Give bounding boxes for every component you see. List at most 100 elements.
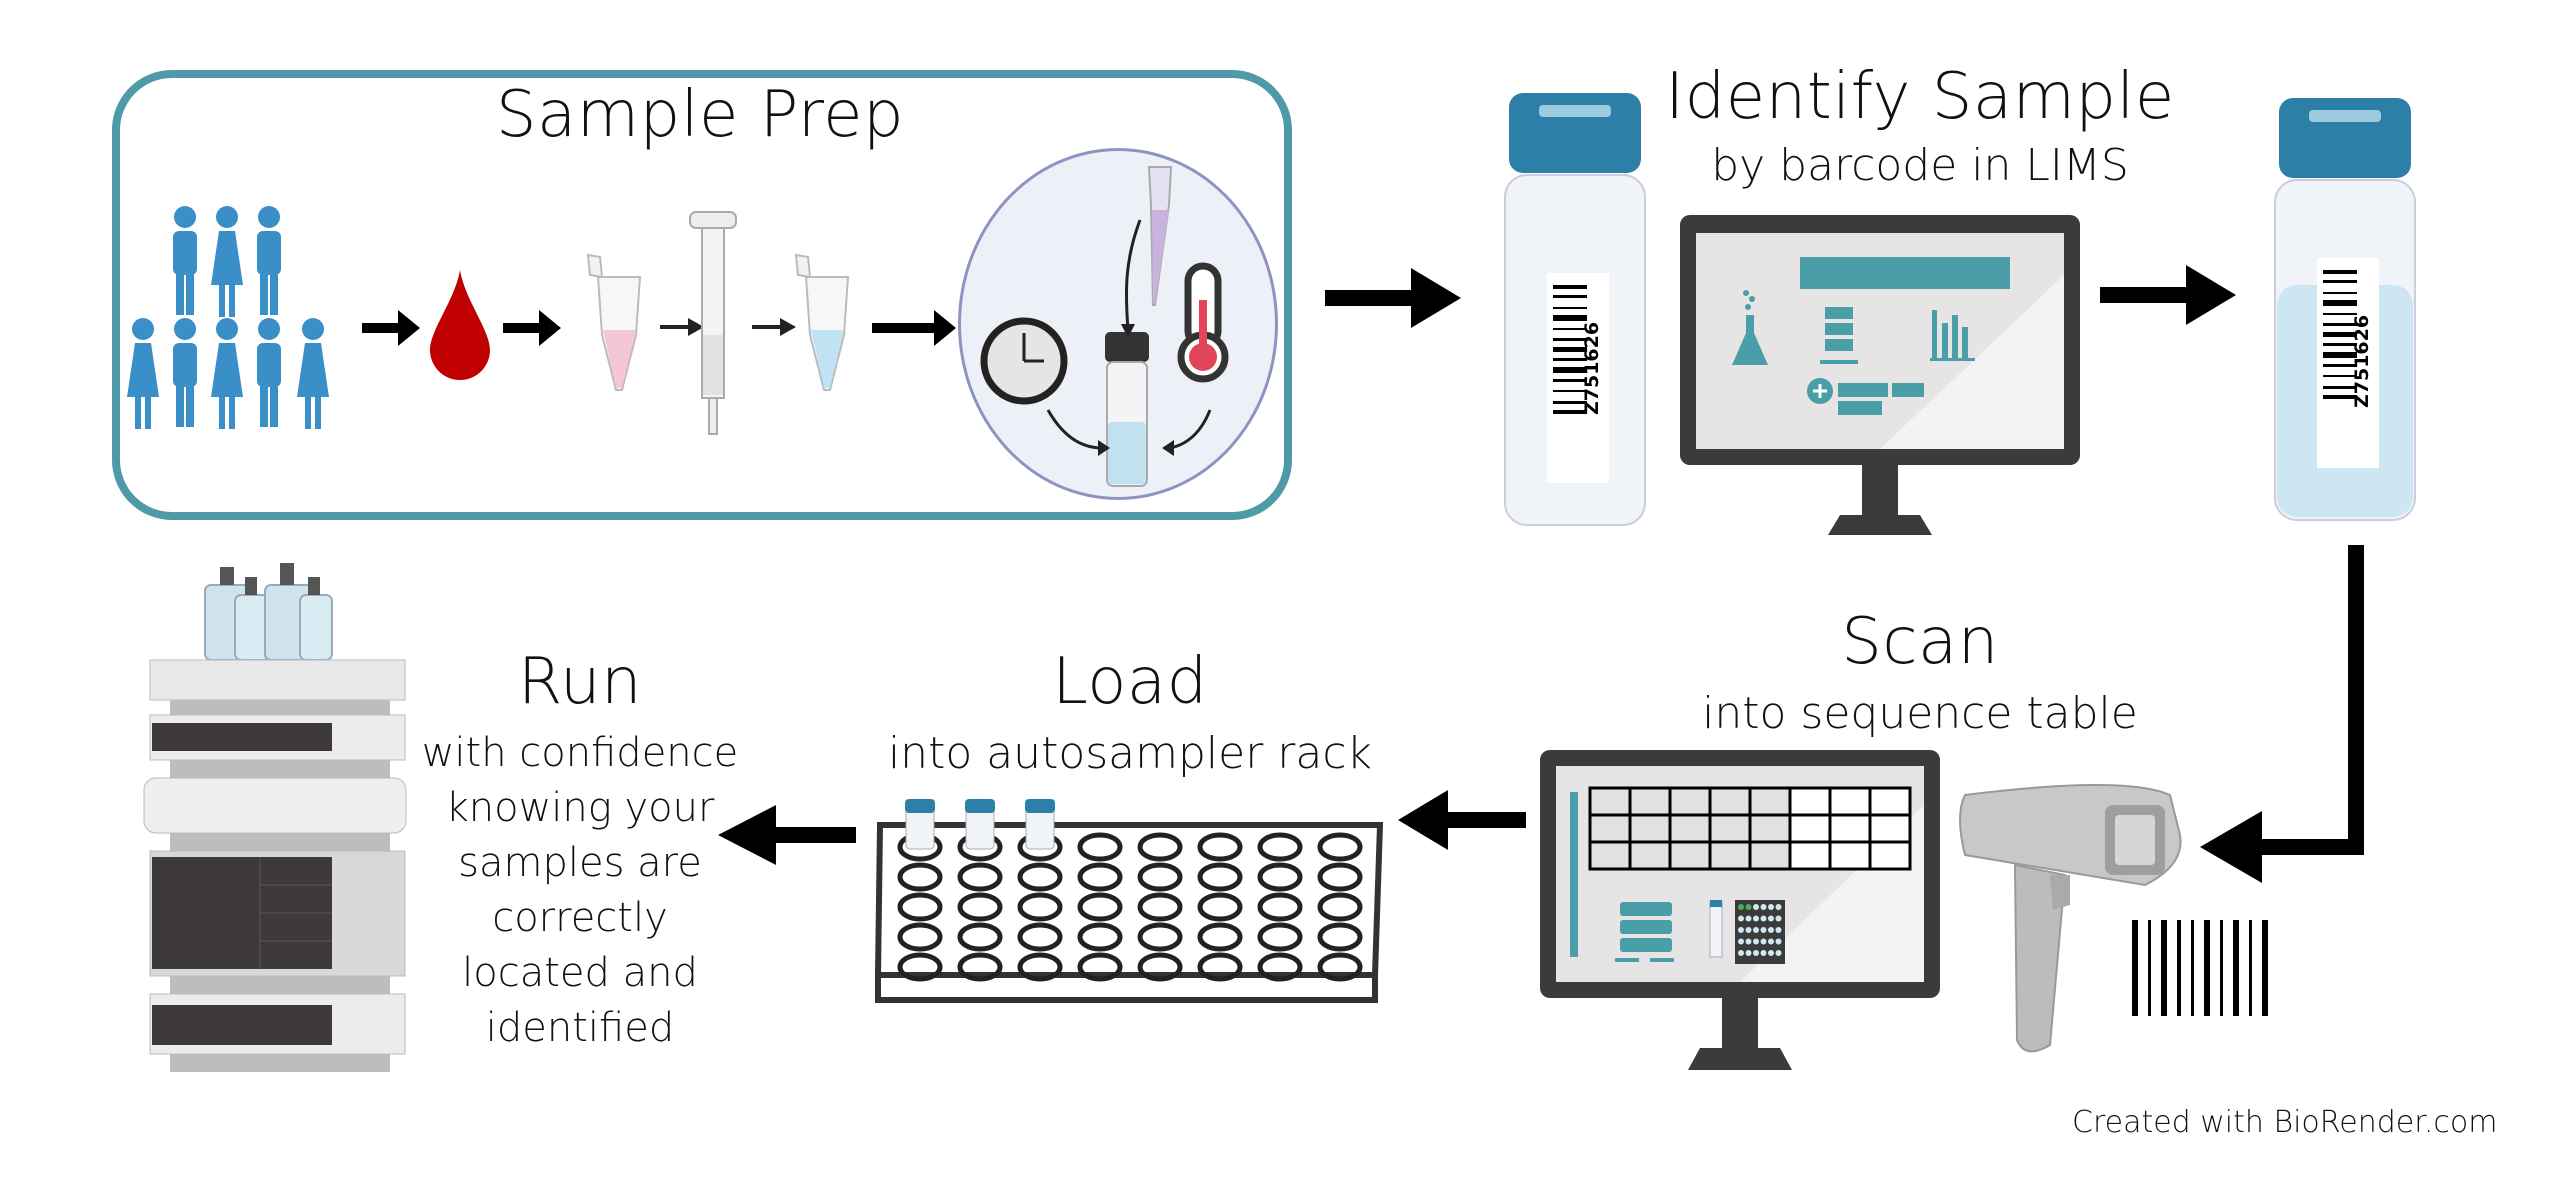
sequence-table-cell <box>1668 840 1712 871</box>
rack-well-dot <box>1738 927 1744 933</box>
load-subtitle: into autosampler rack <box>887 728 1373 779</box>
rack-well <box>1017 922 1063 952</box>
rack-well-dot <box>1760 938 1767 945</box>
rack-well <box>957 862 1003 892</box>
rack-well <box>1317 832 1363 862</box>
rack-well-dot <box>1768 927 1774 933</box>
barcode-bar <box>2323 343 2357 346</box>
rack-well-dot <box>1753 927 1759 933</box>
arrow-right-icon <box>2100 265 2236 325</box>
load-title: Load <box>1052 645 1208 719</box>
arrow-right-icon <box>752 318 796 336</box>
rack-well-dot <box>1775 950 1782 956</box>
barcode-bar <box>1553 315 1587 321</box>
rack-well <box>1257 862 1303 892</box>
spe-column-icon <box>689 211 737 435</box>
rack-well <box>1077 832 1123 862</box>
vial-barcode-text: Z751626 <box>2351 315 2373 408</box>
rack-well-dot <box>1738 950 1744 956</box>
rack-well <box>1077 922 1123 952</box>
filled-barcoded-vial-icon: Z751626 <box>2274 98 2416 521</box>
sequence-table-cell <box>1588 813 1632 844</box>
sequence-table-cell <box>1748 813 1792 844</box>
identify-subtitle: by barcode in LIMS <box>1711 140 2129 191</box>
rack-well <box>1077 952 1123 982</box>
barcode-bar <box>2262 920 2268 1016</box>
sequence-table-cell <box>1748 786 1792 817</box>
rack-well <box>1137 862 1183 892</box>
arrow-left-icon <box>718 805 856 865</box>
rack-vial-cap <box>965 799 995 813</box>
curved-arrow-icon <box>1046 219 1212 456</box>
empty-barcoded-vial-icon: Z751626 <box>1504 93 1646 526</box>
lims-monitor-icon <box>1680 215 2080 535</box>
hplc-instrument-icon <box>143 563 407 1072</box>
sequence-table-cell <box>1708 840 1752 871</box>
barcode-bar <box>2323 270 2357 274</box>
biorender-credit: Created with BioRender.com <box>2072 1105 2498 1140</box>
arrow-right-icon <box>872 310 956 346</box>
barcode-bar <box>1553 401 1587 404</box>
barcode-bar <box>2323 280 2357 283</box>
rack-well <box>1017 952 1063 982</box>
sequence-table-cell <box>1788 786 1832 817</box>
barcode-bar <box>1553 307 1587 309</box>
sequence-table-cell <box>1788 840 1832 871</box>
reaction-vial-icon <box>1105 332 1149 487</box>
barcode-bar <box>2323 352 2357 358</box>
rack-well-dot <box>1738 915 1744 922</box>
rack-well-dot <box>1760 904 1767 910</box>
barcode-bar <box>1553 347 1587 352</box>
barcode-bar <box>1553 358 1587 361</box>
sequence-table-cell <box>1588 840 1632 871</box>
barcode-bar <box>2323 364 2357 367</box>
rack-well-dot <box>1768 938 1774 945</box>
microtube-pink-icon <box>586 253 642 391</box>
rack-well-dot <box>1768 915 1774 922</box>
rack-well <box>1257 922 1303 952</box>
rack-well-dot <box>1753 938 1759 945</box>
rack-well-dot <box>1775 938 1782 945</box>
barcode-bar <box>2233 920 2239 1016</box>
barcode-bar <box>1553 338 1587 341</box>
rack-well <box>1257 892 1303 922</box>
rack-well <box>1197 892 1243 922</box>
rack-well <box>1317 922 1363 952</box>
rack-well <box>1197 952 1243 982</box>
rack-well <box>897 952 943 982</box>
rack-well <box>1317 892 1363 922</box>
barcode-bar <box>2249 920 2252 1016</box>
barcode-bar <box>2132 920 2138 1016</box>
identify-title: Identify Sample <box>1665 60 2175 134</box>
run-title: Run <box>517 645 643 719</box>
sequence-table-cell <box>1748 840 1792 871</box>
rack-well-dot <box>1753 950 1759 956</box>
rack-well-dot <box>1760 915 1767 922</box>
sequence-table-cell <box>1628 840 1672 871</box>
sequence-table-cell <box>1868 786 1912 817</box>
rack-well-dot <box>1753 915 1759 922</box>
barcode-bar <box>2191 920 2194 1016</box>
rack-well <box>1197 862 1243 892</box>
sequence-table-cell <box>1708 786 1752 817</box>
sequence-table-monitor-icon <box>1540 750 1940 1070</box>
autosampler-rack-icon <box>874 799 1384 1003</box>
barcode-bar <box>1553 379 1587 382</box>
rack-well <box>1317 952 1363 982</box>
sequence-table-cell <box>1668 786 1712 817</box>
blood-drop-icon <box>430 270 490 380</box>
rack-vial-cap <box>1025 799 1055 813</box>
barcode-bar <box>2161 920 2167 1016</box>
printed-barcode-icon <box>2132 920 2268 1016</box>
sequence-table-cell <box>1668 813 1712 844</box>
run-line: identified <box>485 1005 675 1051</box>
barcode-bar <box>2220 920 2223 1016</box>
connector-arrow-icon <box>2200 545 2364 883</box>
rack-well-dot <box>1745 904 1752 910</box>
run-line: located and <box>462 950 698 996</box>
rack-well <box>1077 892 1123 922</box>
sequence-table-cell <box>1708 813 1752 844</box>
barcode-bar <box>1553 410 1587 414</box>
sample-prep-title: Sample Prep <box>495 78 905 152</box>
barcode-bar <box>1553 295 1587 298</box>
